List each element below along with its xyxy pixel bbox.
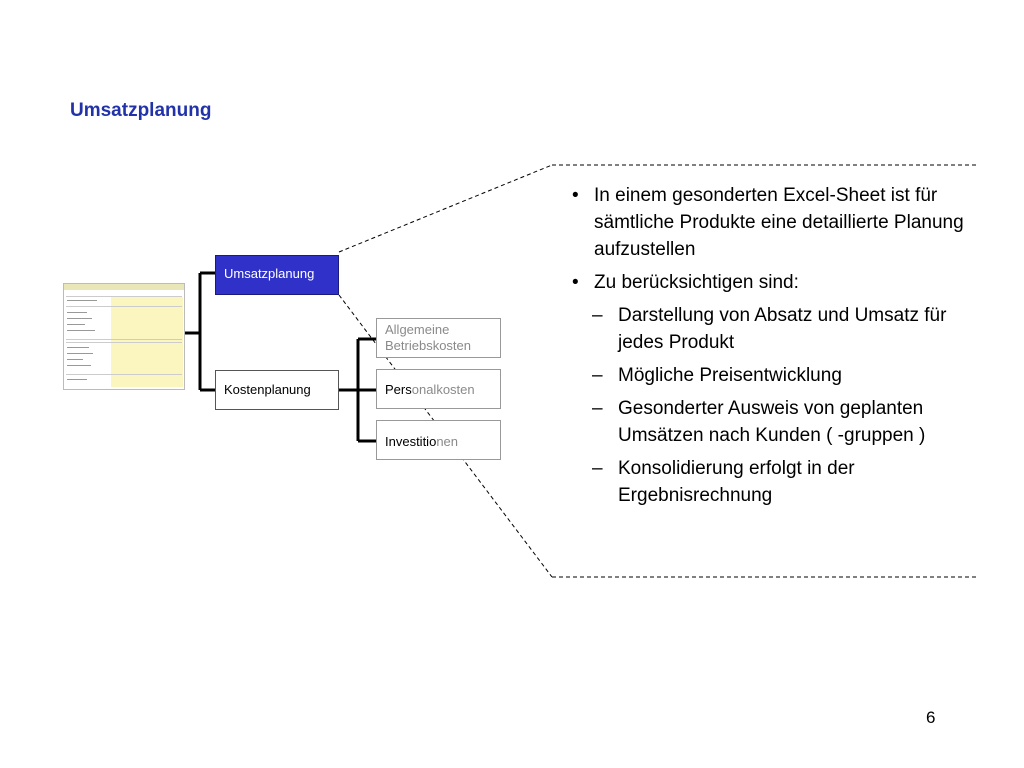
spreadsheet-thumbnail [63,283,185,390]
sub-bullet-item: –Konsolidierung erfolgt in der Ergebnisr… [572,455,992,509]
sub-bullet-text: Mögliche Preisentwicklung [618,365,842,386]
sheet-rule [66,306,182,307]
personnel-costs-text-light: onalkosten [411,382,475,397]
investments-box: Investitionen [376,420,501,460]
sheet-rule [66,342,182,343]
dash-mark: – [592,365,603,386]
sheet-text-line [67,359,83,360]
sub-bullet-item: –Darstellung von Absatz und Umsatz für j… [572,302,992,356]
personnel-costs-box: Personalkosten [376,369,501,409]
sheet-rule [66,339,182,340]
investments-text-light: nen [436,434,459,449]
sheet-rule [66,374,182,375]
bullet-list: • In einem gesonderten Excel-Sheet ist fü… [572,182,992,515]
sub-bullet-text: Darstellung von Absatz und Umsatz für je… [618,305,947,353]
sales-planning-box: Umsatzplanung [215,255,339,295]
sub-bullet-text: Gesonderter Ausweis von geplanten Umsätz… [618,398,926,446]
sheet-text-line [67,379,87,380]
bullet-item: • In einem gesonderten Excel-Sheet ist fü… [572,182,992,263]
page-number: 6 [926,708,936,727]
sub-bullet-text: Konsolidierung erfolgt in der Ergebnisre… [618,458,855,506]
bullet-mark: • [572,185,579,206]
sheet-text-line [67,312,87,313]
general-costs-line2: Betriebskosten [385,338,471,353]
personnel-costs-text-dark: Pers [385,382,412,397]
sheet-text-line [67,330,95,331]
bullet-text: Zu berücksichtigen sind: [594,272,799,293]
sub-bullet-item: –Gesonderter Ausweis von geplanten Umsät… [572,395,992,449]
sheet-text-line [67,347,89,348]
investments-text-dark: Investitio [385,434,437,449]
sheet-text-line [67,324,85,325]
general-costs-line1: Allgemeine [385,322,450,337]
sheet-text-line [67,365,91,366]
bullet-mark: • [572,272,579,293]
sheet-header-band [64,284,184,290]
sub-bullet-item: –Mögliche Preisentwicklung [572,362,992,389]
general-costs-box: Allgemeine Betriebskosten [376,318,501,358]
sheet-text-line [67,318,92,319]
bullet-item: • Zu berücksichtigen sind: [572,269,992,296]
cost-planning-box: Kostenplanung [215,370,339,410]
dash-mark: – [592,458,603,479]
sheet-rule [66,296,182,297]
dash-mark: – [592,305,603,326]
sheet-text-line [67,353,93,354]
zoom-line-top [338,164,553,253]
dash-mark: – [592,398,603,419]
sheet-text-line [67,300,97,301]
bullet-text: In einem gesonderten Excel-Sheet ist für… [594,185,964,260]
slide-title: Umsatzplanung [70,100,212,121]
